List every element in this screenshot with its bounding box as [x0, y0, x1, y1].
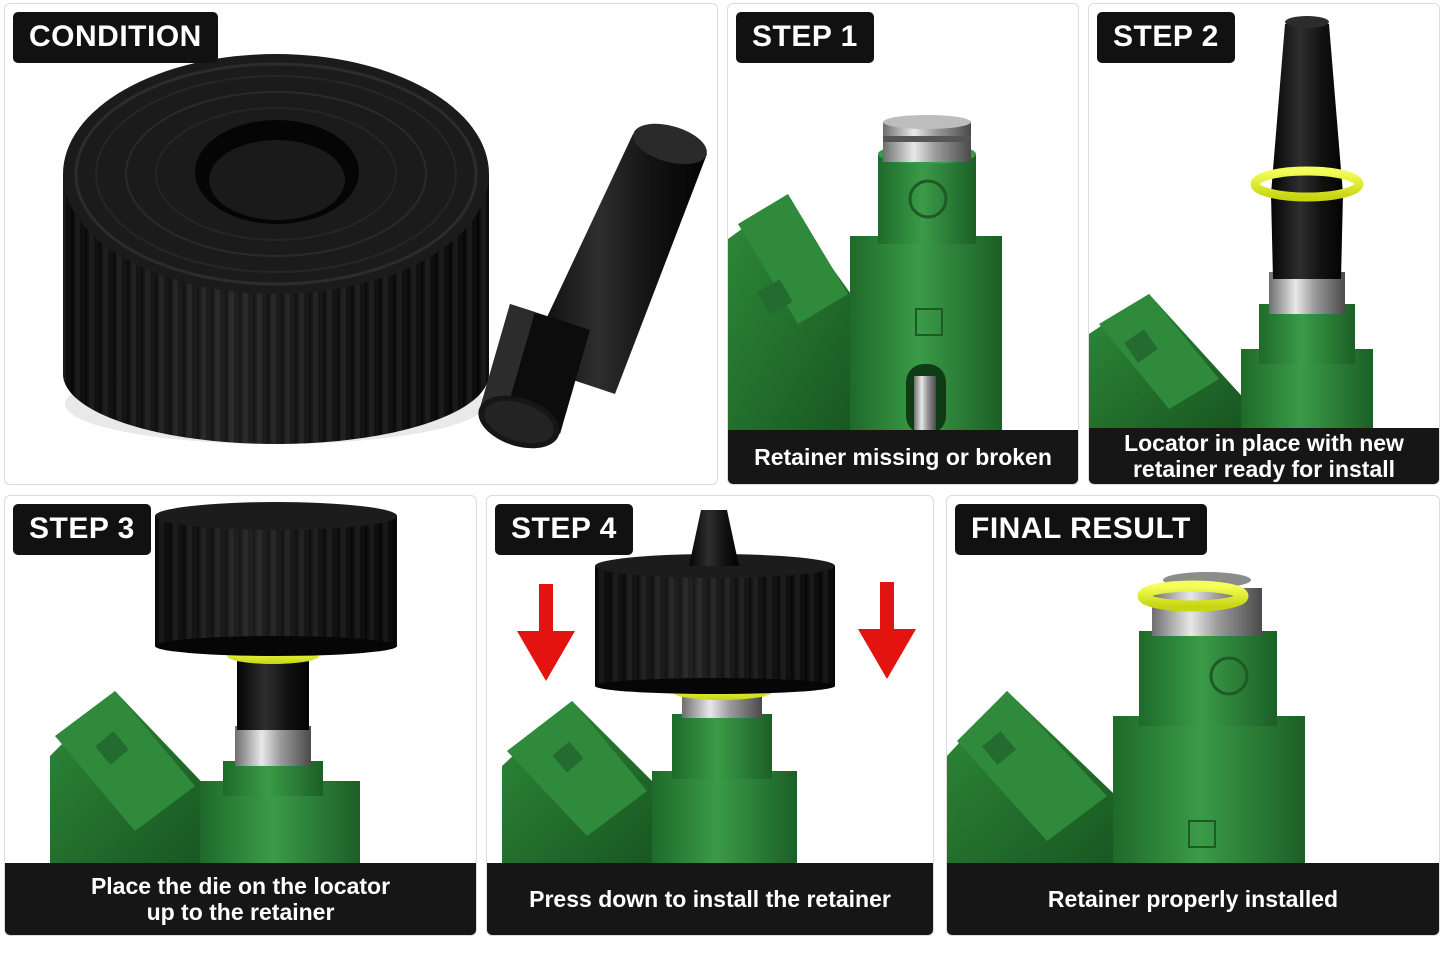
panel-step-4: STEP 4 Press down to install the retaine…: [486, 495, 934, 936]
panel-label: FINAL RESULT: [955, 504, 1207, 555]
panel-caption: Place the die on the locator up to the r…: [5, 863, 476, 935]
caption-line: retainer ready for install: [1132, 456, 1396, 482]
panel-label: STEP 2: [1097, 12, 1235, 63]
panel-final-result: FINAL RESULT Retainer properly installed: [946, 495, 1440, 936]
caption-line: Locator in place with new: [1124, 430, 1404, 456]
panel-caption: Press down to install the retainer: [487, 863, 933, 935]
panel-condition: CONDITION: [4, 3, 718, 485]
injector-photo: [50, 502, 397, 871]
panel-label: STEP 4: [495, 504, 633, 555]
panel-caption: Retainer properly installed: [947, 863, 1439, 935]
caption-line: Press down to install the retainer: [529, 886, 891, 912]
panel-caption: Retainer missing or broken: [728, 430, 1078, 484]
panel-caption: Locator in place with new retainer ready…: [1089, 428, 1439, 484]
caption-line: Retainer missing or broken: [754, 444, 1052, 470]
panel-step-1: STEP 1 Retainer missing or broken: [727, 3, 1079, 485]
panel-label: CONDITION: [13, 12, 218, 63]
panel-label: STEP 3: [13, 504, 151, 555]
locator-pin: [478, 123, 707, 449]
caption-line: up to the retainer: [146, 899, 335, 925]
tool-photo: [63, 54, 707, 449]
injector-photo: [728, 115, 1002, 436]
caption-line: Retainer properly installed: [1047, 886, 1339, 912]
down-arrow-icon: [517, 584, 575, 681]
injector-photo: [502, 510, 916, 866]
down-arrow-icon: [858, 582, 916, 679]
injector-photo: [947, 572, 1305, 866]
caption-line: Place the die on the locator: [90, 873, 391, 899]
injector-photo: [1089, 16, 1373, 439]
panel-label: STEP 1: [736, 12, 874, 63]
panel-step-3: STEP 3 Place the die on the locator up t…: [4, 495, 477, 936]
panel-step-2: STEP 2 Locator in place with new retaine…: [1088, 3, 1440, 485]
